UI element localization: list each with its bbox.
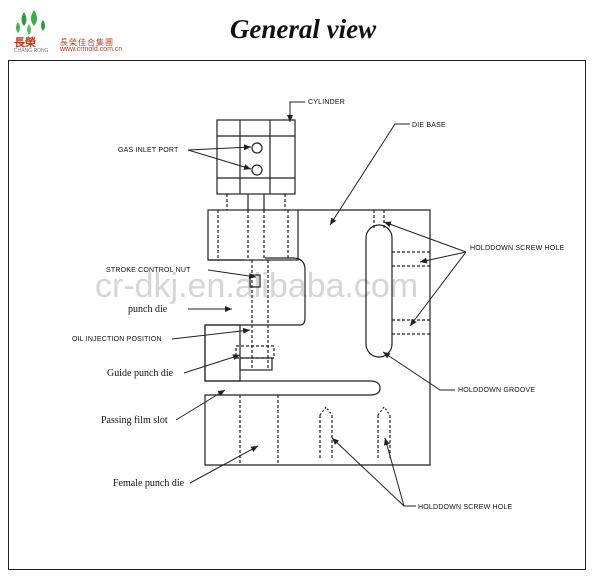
label-holddown-screw-hole-top: HOLDDOWN SCREW HOLE: [470, 245, 565, 252]
punch-tip: [239, 357, 273, 371]
logo-brand-subtext: CHANG RONG: [14, 48, 49, 54]
gas-port-upper: [251, 142, 263, 154]
label-passing-film-slot: Passing film slot: [101, 415, 168, 426]
label-cylinder: CYLINDER: [308, 99, 345, 106]
gas-port-lower: [251, 164, 263, 176]
label-holddown-groove: HOLDDOWN GROOVE: [458, 387, 535, 394]
company-logo: [10, 8, 160, 58]
label-guide-punch-die: Guide punch die: [107, 368, 174, 379]
logo-brand-text: 長榮: [14, 36, 36, 49]
mechanical-drawing: [204, 119, 431, 466]
diagram-frame: [8, 60, 586, 570]
leader-lines: [171, 101, 467, 507]
logo-company-name: 長榮佳合集團: [60, 38, 114, 47]
label-holddown-screw-hole-bottom: HOLDDOWN SCREW HOLE: [418, 504, 513, 511]
label-oil-injection-position: OIL INJECTION POSITION: [72, 336, 162, 343]
label-gas-inlet-port: GAS INLET PORT: [118, 147, 179, 154]
label-die-base: DIE BASE: [412, 122, 446, 129]
die-base-outline: [204, 209, 431, 466]
label-punch-die: punch die: [128, 304, 168, 315]
page-title: General view: [229, 14, 377, 44]
logo-url: www.crmold.com.cn: [60, 46, 123, 53]
cylinder-body: [216, 119, 296, 195]
label-female-punch-die: Female punch die: [113, 478, 185, 489]
stroke-control-nut-block: [207, 209, 299, 261]
header: 長榮 CHANG RONG 長榮佳合集團 www.crmold.com.cn G…: [0, 0, 600, 62]
holddown-groove: [365, 224, 393, 358]
watermark-text: cr-dkj.en.alibaba.com: [95, 267, 418, 305]
guide-block: [204, 324, 241, 382]
label-stroke-control-nut: STROKE CONTROL NUT: [106, 267, 191, 274]
logo-droplets-icon: [16, 10, 45, 35]
